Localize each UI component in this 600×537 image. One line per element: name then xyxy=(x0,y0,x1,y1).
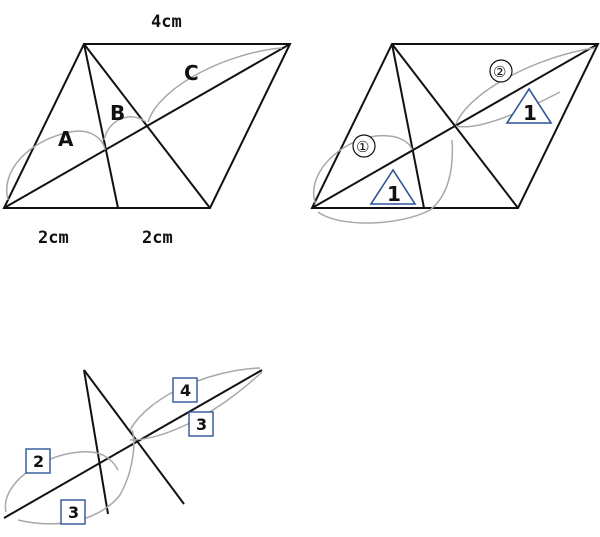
figure2-arc-lower-tri xyxy=(317,139,454,224)
figure2-triangle-marker-upper xyxy=(505,87,553,124)
figure3-box-3-lower: 3 xyxy=(68,503,79,522)
figure3-long-line xyxy=(3,369,263,519)
figure3-arc-3-lower xyxy=(17,429,135,525)
figure1-short-diagonal xyxy=(83,43,211,209)
figure3-arc-2 xyxy=(4,450,119,513)
figure2-triangle-mark-upper: 1 xyxy=(523,101,537,125)
figure1-arc-c xyxy=(147,47,283,123)
figure3-box-3-upper: 3 xyxy=(196,415,207,434)
figure2-triangle-mark-lower: 1 xyxy=(387,182,401,206)
figure2-triangle-marker-lower xyxy=(369,168,417,205)
figure2-short-diagonal xyxy=(391,43,519,209)
figure3-arc-3-upper xyxy=(129,371,263,441)
figure1-top-length: 4cm xyxy=(151,12,182,32)
figure-3: 2 3 4 3 xyxy=(3,367,263,525)
figure2-circle-mark-1-badge xyxy=(352,134,376,158)
figure-1: 4cm 2cm 2cm A B C xyxy=(2,12,292,248)
figure1-segment xyxy=(83,43,119,209)
figure3-box-4-frame xyxy=(172,377,198,403)
figure3-box-2: 2 xyxy=(33,452,44,471)
figure2-circle-mark-1: ① xyxy=(356,138,369,156)
figure3-box-3-upper-frame xyxy=(188,411,214,437)
figure3-box-2-frame xyxy=(25,448,51,474)
figure1-arc-a xyxy=(5,130,106,201)
figure1-left-bottom-length: 2cm xyxy=(38,228,69,248)
figure1-region-a-label: A xyxy=(58,127,74,151)
figure1-region-c-label: C xyxy=(184,61,199,85)
figure1-arc-b xyxy=(103,116,147,141)
figure3-steep-line xyxy=(83,369,109,515)
figure2-circle-mark-2: ② xyxy=(493,63,506,81)
figure1-right-bottom-length: 2cm xyxy=(142,228,173,248)
figure3-box-4: 4 xyxy=(180,381,191,400)
figure3-box-3-lower-frame xyxy=(60,499,86,525)
figure2-arc-upper-tri xyxy=(455,91,561,128)
figure2-circle-mark-2-badge xyxy=(489,59,513,83)
figure1-region-b-label: B xyxy=(110,101,125,125)
figure-2: ① ② 1 1 xyxy=(310,43,600,224)
figure2-segment xyxy=(391,43,425,209)
